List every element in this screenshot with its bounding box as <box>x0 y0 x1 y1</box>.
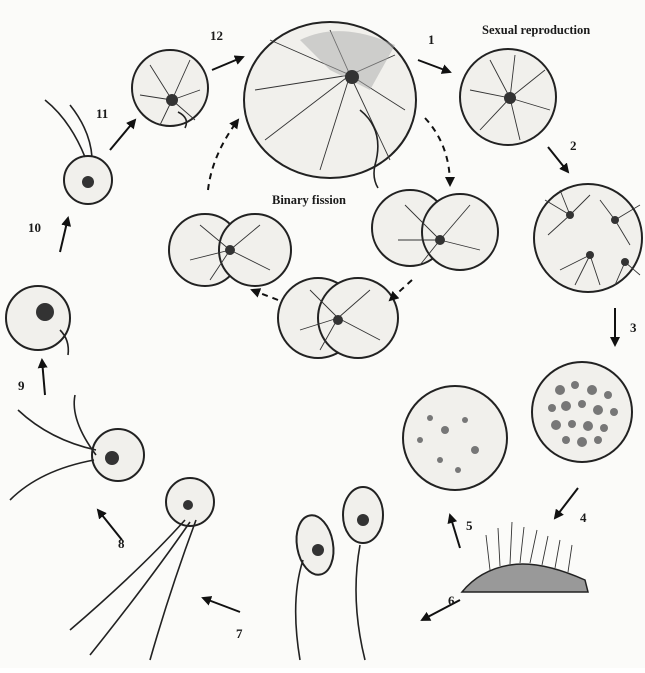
young-cell-round-icon <box>132 50 208 128</box>
heading-binary-fission: Binary fission <box>272 193 346 207</box>
gametes-released-icon <box>462 522 588 592</box>
step-label-9: 9 <box>18 378 25 393</box>
sexual-cell-2-icon <box>534 184 642 292</box>
step-label-7: 7 <box>236 626 243 641</box>
step-label-8: 8 <box>118 536 125 551</box>
step-label-4: 4 <box>580 510 587 525</box>
young-cell-icon <box>6 286 70 355</box>
zygote-flagella-icon <box>70 478 214 660</box>
sexual-cell-1-icon <box>460 49 556 145</box>
step-label-11: 11 <box>96 106 108 121</box>
fission-pair-3-icon <box>169 214 291 286</box>
adult-cell-icon <box>244 22 416 188</box>
step-label-2: 2 <box>570 138 577 153</box>
step-label-10: 10 <box>28 220 41 235</box>
gametes-cell-icon <box>403 386 507 490</box>
step-label-12: 12 <box>210 28 223 43</box>
step-label-3: 3 <box>630 320 637 335</box>
fission-pair-2-icon <box>278 278 398 358</box>
step-label-6: 6 <box>448 593 455 608</box>
step-label-1: 1 <box>428 32 435 47</box>
zygote-cell-icon <box>10 395 144 500</box>
fission-pair-1-icon <box>372 190 498 270</box>
heading-sexual-reproduction: Sexual reproduction <box>482 23 590 37</box>
gamete-pair-icon <box>292 487 383 660</box>
step-label-5: 5 <box>466 518 473 533</box>
sexual-cell-3-icon <box>532 362 632 462</box>
